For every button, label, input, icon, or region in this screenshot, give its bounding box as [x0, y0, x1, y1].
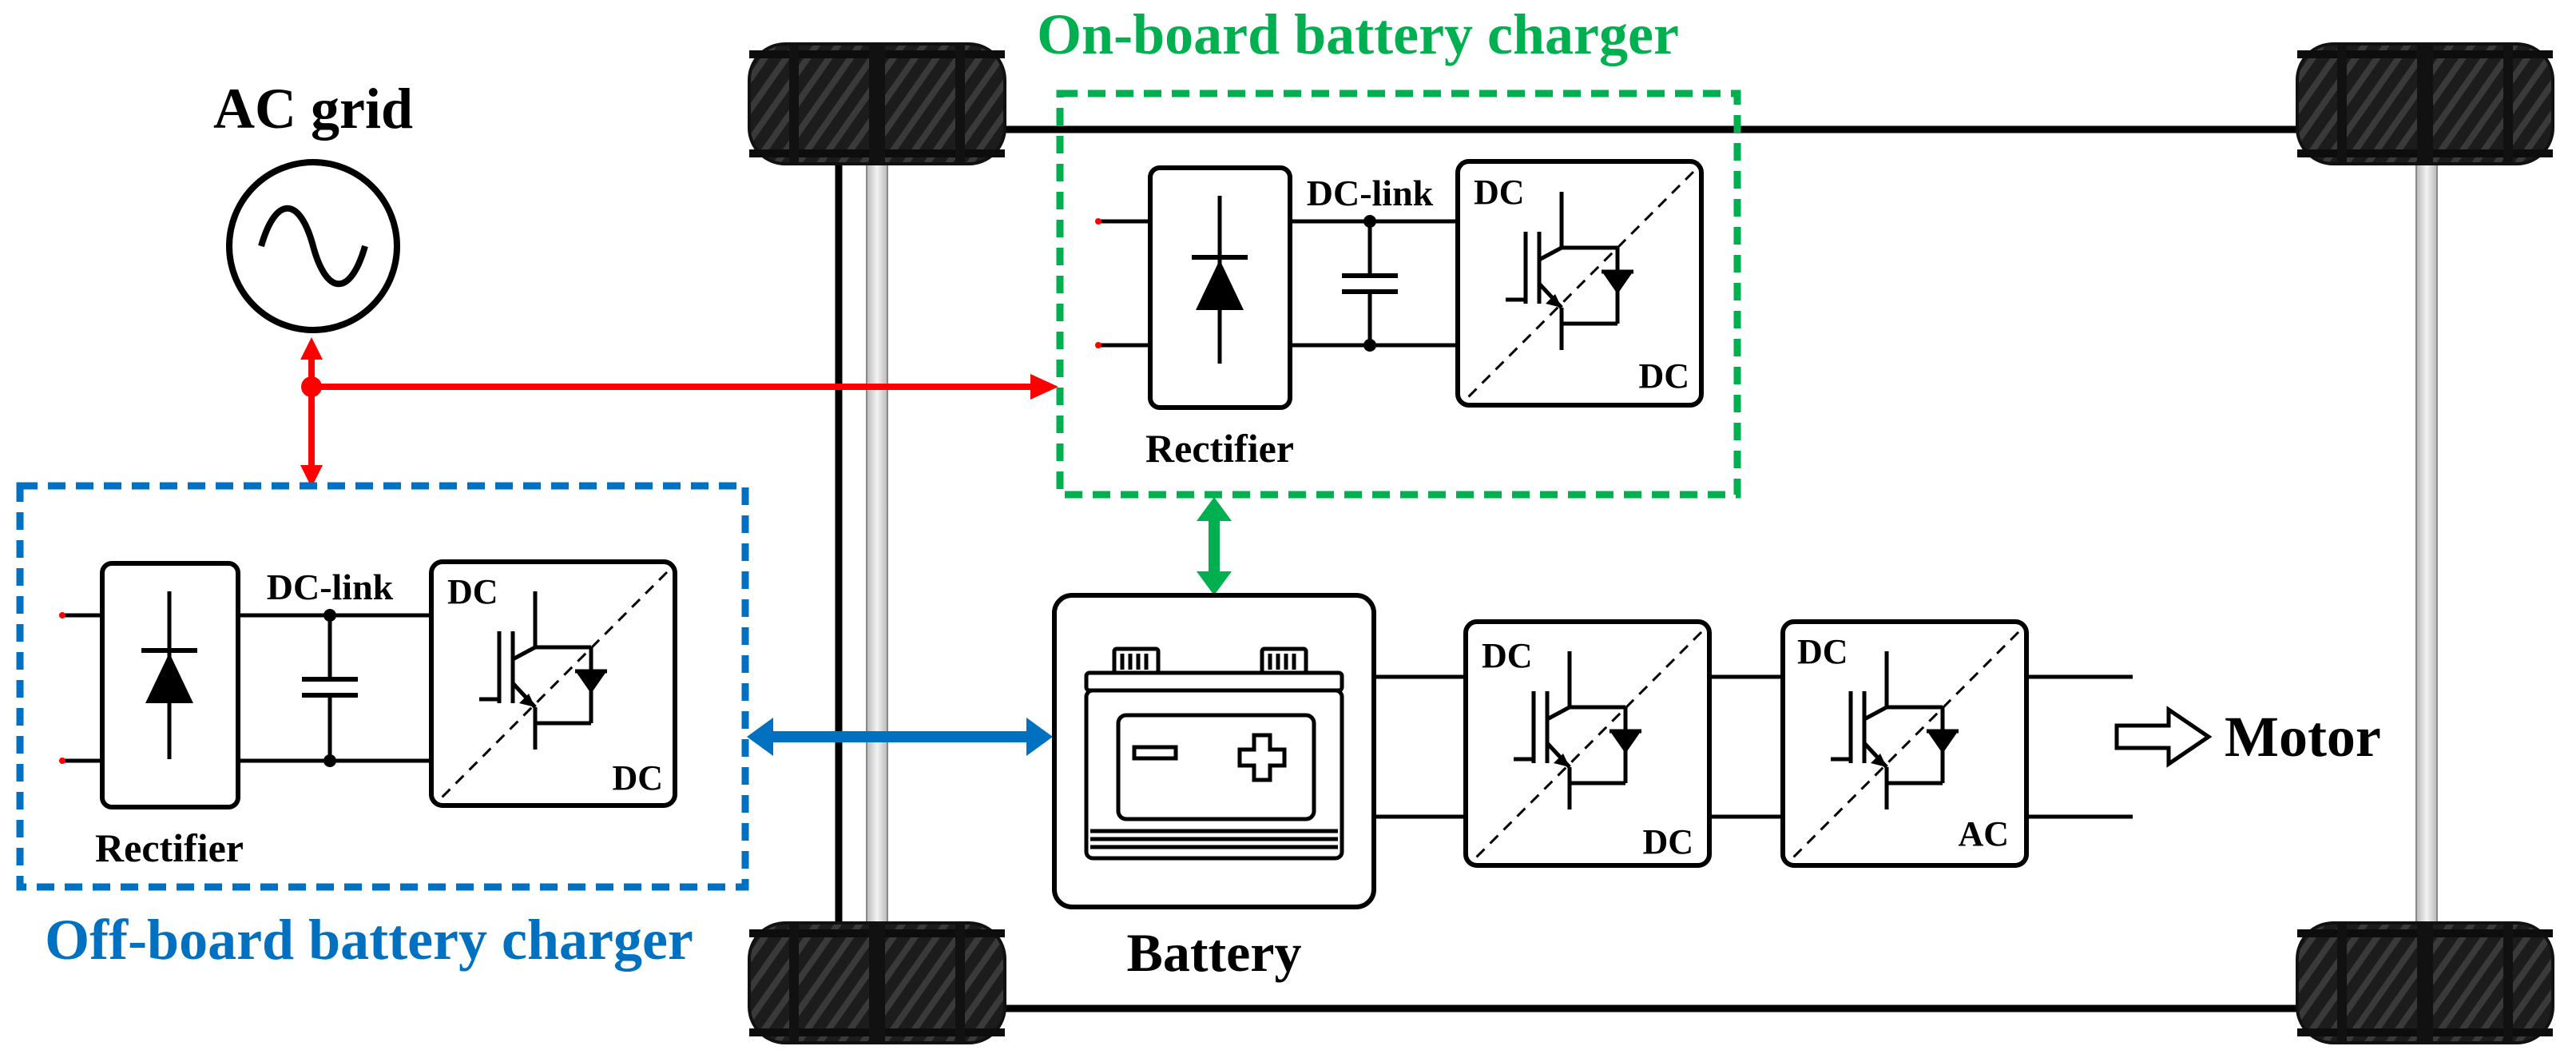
- dc-out-label: DC: [1638, 356, 1689, 396]
- rear-axle: [2415, 135, 2438, 1008]
- diode-icon: [1192, 196, 1248, 364]
- onboard-battery-link: [1197, 497, 1232, 595]
- capacitor-icon: [302, 615, 358, 761]
- dc-link-label: DC-link: [1307, 173, 1434, 213]
- tire-icon: [748, 42, 1006, 165]
- ac-out-label: AC: [1958, 814, 2009, 853]
- capacitor-icon: [1342, 221, 1398, 345]
- offboard-frame: [16, 482, 749, 891]
- dc-out-label: DC: [1642, 822, 1693, 861]
- battery-block: Battery: [1052, 593, 1376, 983]
- onboard-title: On-board battery charger: [1037, 2, 1679, 66]
- arrow-icon: [1026, 718, 1053, 756]
- motor-output: Motor: [2114, 705, 2381, 769]
- motor-label: Motor: [2225, 705, 2381, 769]
- arrow-icon: [300, 337, 323, 360]
- front-axle: [866, 135, 888, 1008]
- rectifier-label: Rectifier: [95, 825, 244, 870]
- arrow-icon: [1197, 497, 1232, 521]
- rectifier-label: Rectifier: [1145, 426, 1294, 471]
- onboard-frame: [1056, 89, 1741, 499]
- onboard-charger: On-board battery charger Rectifier DC-li…: [1037, 2, 1741, 499]
- arrow-icon: [2114, 706, 2213, 768]
- tire-icon: [2296, 921, 2554, 1044]
- dcdc-converter-offboard: DC DC: [429, 559, 677, 808]
- battery-label: Battery: [1126, 922, 1301, 983]
- grid-connection: [300, 337, 1058, 487]
- dc-in-label: DC: [1482, 636, 1533, 675]
- dc-out-label: DC: [612, 758, 663, 797]
- dcdc-converter-drive: DC DC: [1463, 619, 1712, 868]
- offboard-title: Off-board battery charger: [45, 908, 693, 972]
- tire-icon: [748, 921, 1006, 1044]
- arrow-icon: [300, 465, 323, 487]
- dc-in-label: DC: [447, 572, 498, 611]
- vehicle-chassis: [748, 42, 2554, 1044]
- dc-in-label: DC: [1474, 173, 1525, 212]
- arrow-icon: [1030, 374, 1058, 400]
- dc-in-label: DC: [1797, 632, 1848, 671]
- dcdc-converter-onboard: DC DC: [1455, 159, 1704, 408]
- diode-icon: [141, 591, 197, 759]
- arrow-icon: [1197, 571, 1232, 595]
- dc-link-label: DC-link: [267, 567, 394, 607]
- arrow-icon: [747, 718, 773, 756]
- ac-grid-label: AC grid: [213, 77, 413, 141]
- dcac-inverter: DC AC: [1780, 619, 2029, 868]
- battery-icon: [1084, 646, 1344, 861]
- offboard-battery-link: [747, 718, 1053, 756]
- offboard-charger: Off-board battery charger Rectifier DC-l…: [16, 482, 749, 972]
- tire-icon: [2296, 42, 2554, 165]
- ac-grid-source: AC grid: [213, 77, 413, 333]
